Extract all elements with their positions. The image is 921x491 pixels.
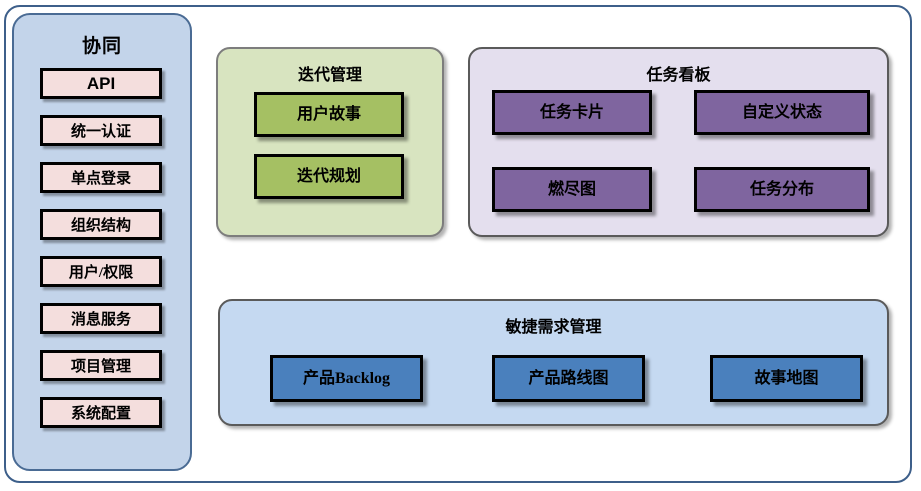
agile-requirement-title: 敏捷需求管理 bbox=[505, 317, 602, 336]
node-burndown-chart[interactable]: 燃尽图 bbox=[492, 167, 652, 212]
node-product-roadmap[interactable]: 产品路线图 bbox=[492, 355, 645, 402]
collaboration-item-list: API 统一认证 单点登录 组织结构 用户/权限 消息服务 项目管理 系统配置 bbox=[40, 68, 162, 444]
node-iteration-planning[interactable]: 迭代规划 bbox=[254, 154, 404, 199]
collaboration-panel: 协同 API 统一认证 单点登录 组织结构 用户/权限 消息服务 项目管理 系统… bbox=[12, 13, 192, 471]
agile-requirement-group: 敏捷需求管理 产品Backlog 产品路线图 故事地图 bbox=[218, 299, 889, 426]
node-user-story[interactable]: 用户故事 bbox=[254, 92, 404, 137]
node-product-backlog[interactable]: 产品Backlog bbox=[270, 355, 423, 402]
node-story-map[interactable]: 故事地图 bbox=[710, 355, 863, 402]
sidebar-item-system-config[interactable]: 系统配置 bbox=[40, 397, 162, 428]
sidebar-item-org-structure[interactable]: 组织结构 bbox=[40, 209, 162, 240]
node-custom-status[interactable]: 自定义状态 bbox=[694, 90, 870, 135]
sidebar-item-api[interactable]: API bbox=[40, 68, 162, 99]
collaboration-panel-title: 协同 bbox=[81, 36, 122, 57]
node-task-distribution[interactable]: 任务分布 bbox=[694, 167, 870, 212]
task-kanban-title: 任务看板 bbox=[646, 65, 711, 84]
iteration-management-group: 迭代管理 用户故事 迭代规划 bbox=[216, 47, 444, 237]
sidebar-item-unified-auth[interactable]: 统一认证 bbox=[40, 115, 162, 146]
sidebar-item-project-management[interactable]: 项目管理 bbox=[40, 350, 162, 381]
sidebar-item-single-sign-on[interactable]: 单点登录 bbox=[40, 162, 162, 193]
iteration-management-title: 迭代管理 bbox=[297, 65, 362, 84]
node-task-card[interactable]: 任务卡片 bbox=[492, 90, 652, 135]
sidebar-item-message-service[interactable]: 消息服务 bbox=[40, 303, 162, 334]
task-kanban-group: 任务看板 任务卡片 自定义状态 燃尽图 任务分布 bbox=[468, 47, 889, 237]
sidebar-item-user-permission[interactable]: 用户/权限 bbox=[40, 256, 162, 287]
